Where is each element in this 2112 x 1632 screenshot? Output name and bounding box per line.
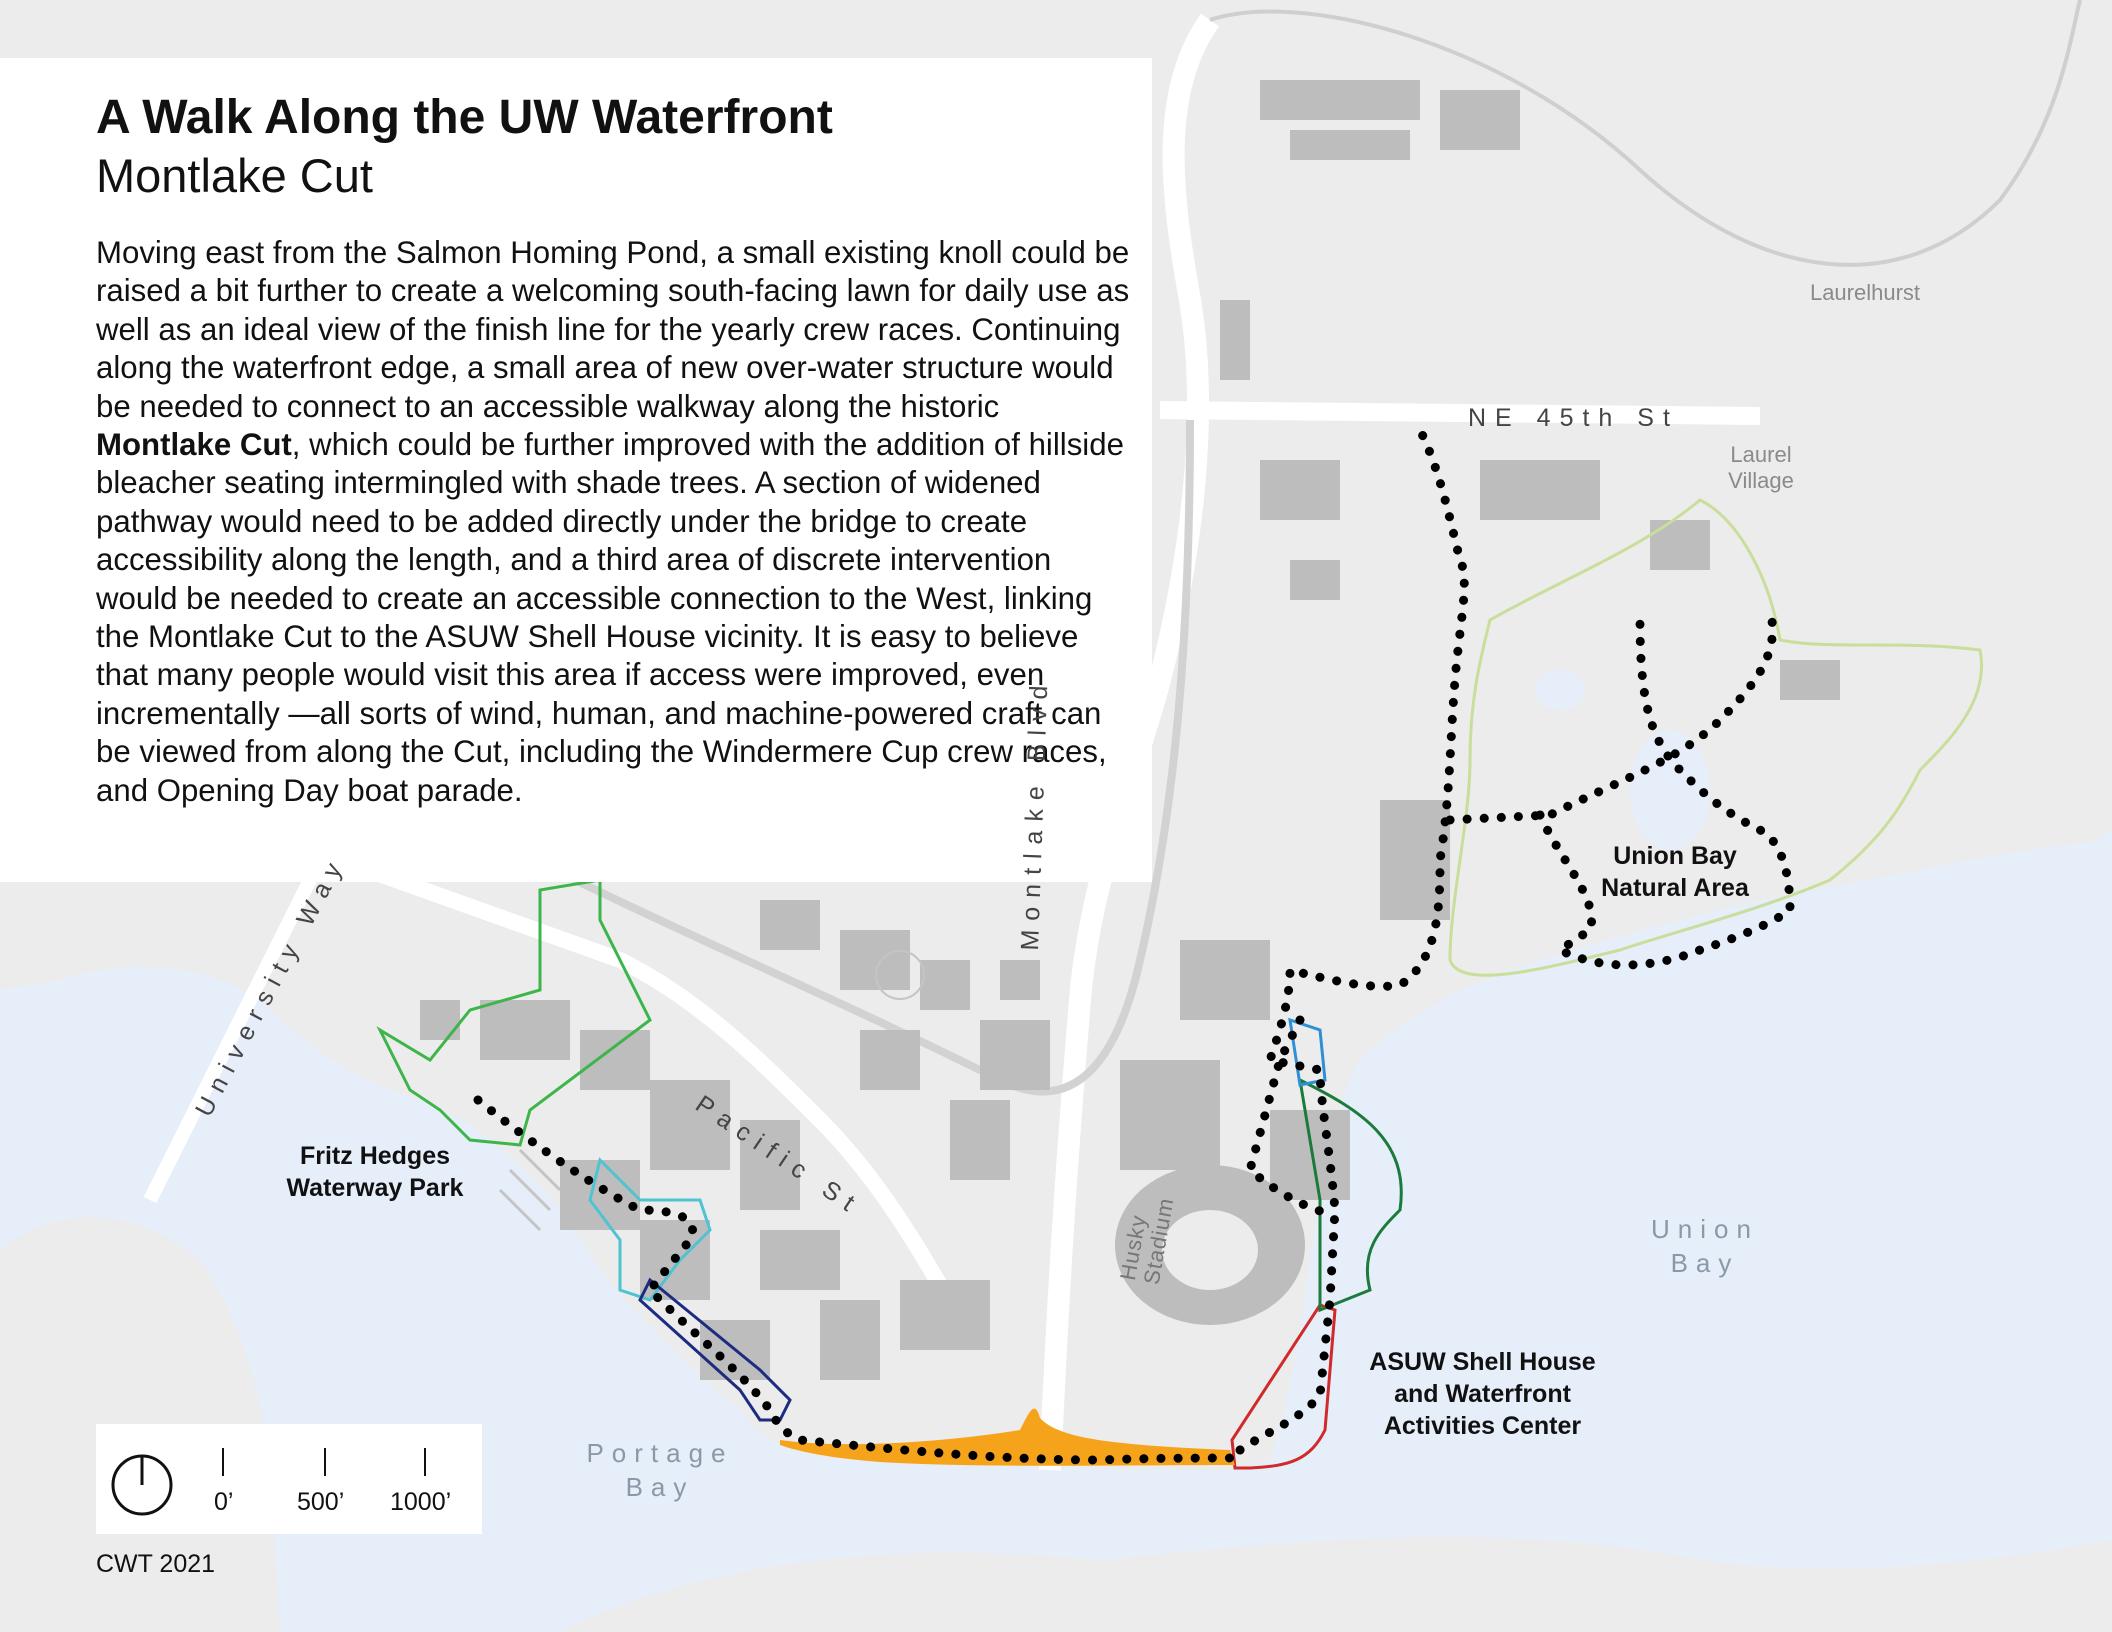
label-union-bay-natural-area: Union Bay Natural Area [1601, 842, 1749, 902]
description-text-end: , which could be further improved with t… [96, 427, 1124, 808]
description-bold-term: Montlake Cut [96, 427, 292, 463]
scale-label-0: 0’ [214, 1488, 234, 1516]
university-way-road [143, 856, 327, 1204]
scale-label-1000: 1000’ [390, 1488, 452, 1516]
montlake-blvd-road [1039, 13, 1220, 1471]
curved-rail-line [1209, 0, 2082, 267]
credit-text: CWT 2021 [96, 1550, 216, 1578]
legend-box [96, 1424, 482, 1534]
text-panel [0, 58, 1152, 882]
page-subtitle: Montlake Cut [96, 149, 373, 202]
ne-45th-road [1159, 401, 1761, 425]
scale-tick-1000 [424, 1448, 426, 1476]
walk-route [473, 425, 1795, 1465]
scale-label-500: 500’ [297, 1488, 345, 1516]
navy-zone-outline [638, 1277, 792, 1422]
fritz-hedges-outline [376, 878, 652, 1147]
label-union-bay: Union Bay [1651, 1214, 1759, 1278]
asuw-zone-outline [1230, 1303, 1337, 1470]
label-asuw-shell-house: ASUW Shell House and Waterfront Activiti… [1369, 1348, 1596, 1440]
husky-stadium-shape [1115, 1165, 1305, 1325]
pacific-st-road [337, 852, 967, 1324]
natural-area-pond-small [1535, 670, 1585, 710]
cyan-zone-outline [588, 1157, 712, 1302]
scale-tick-500 [324, 1448, 326, 1476]
union-bay-shore [1440, 840, 2112, 1280]
widened-pathway-highlight [780, 1408, 1235, 1466]
north-arrow-icon [111, 1454, 173, 1516]
burke-gilman-trail [418, 419, 1194, 1096]
natural-area-pond [1630, 730, 1710, 850]
south-shore [560, 1536, 2112, 1632]
central-quad [875, 950, 925, 1000]
label-laurelhurst: Laurelhurst [1809, 280, 1921, 305]
label-laurel-village: Laurel Village [1718, 442, 1804, 494]
label-fritz-hedges: Fritz Hedges Waterway Park [286, 1142, 464, 1202]
marina-docks [498, 1148, 562, 1232]
page-title: A Walk Along the UW Waterfront [96, 91, 833, 144]
label-portage-bay: Portage Bay [586, 1438, 734, 1502]
description-text-start: Moving east from the Salmon Homing Pond,… [96, 235, 1130, 424]
montlake-cut-zone-outline [1298, 1077, 1403, 1313]
scale-tick-0 [222, 1448, 224, 1476]
natural-area-outline [1448, 498, 1983, 977]
label-ne-45th-st: NE 45th St [1468, 404, 1679, 432]
description-paragraph: Moving east from the Salmon Homing Pond,… [96, 234, 1136, 810]
